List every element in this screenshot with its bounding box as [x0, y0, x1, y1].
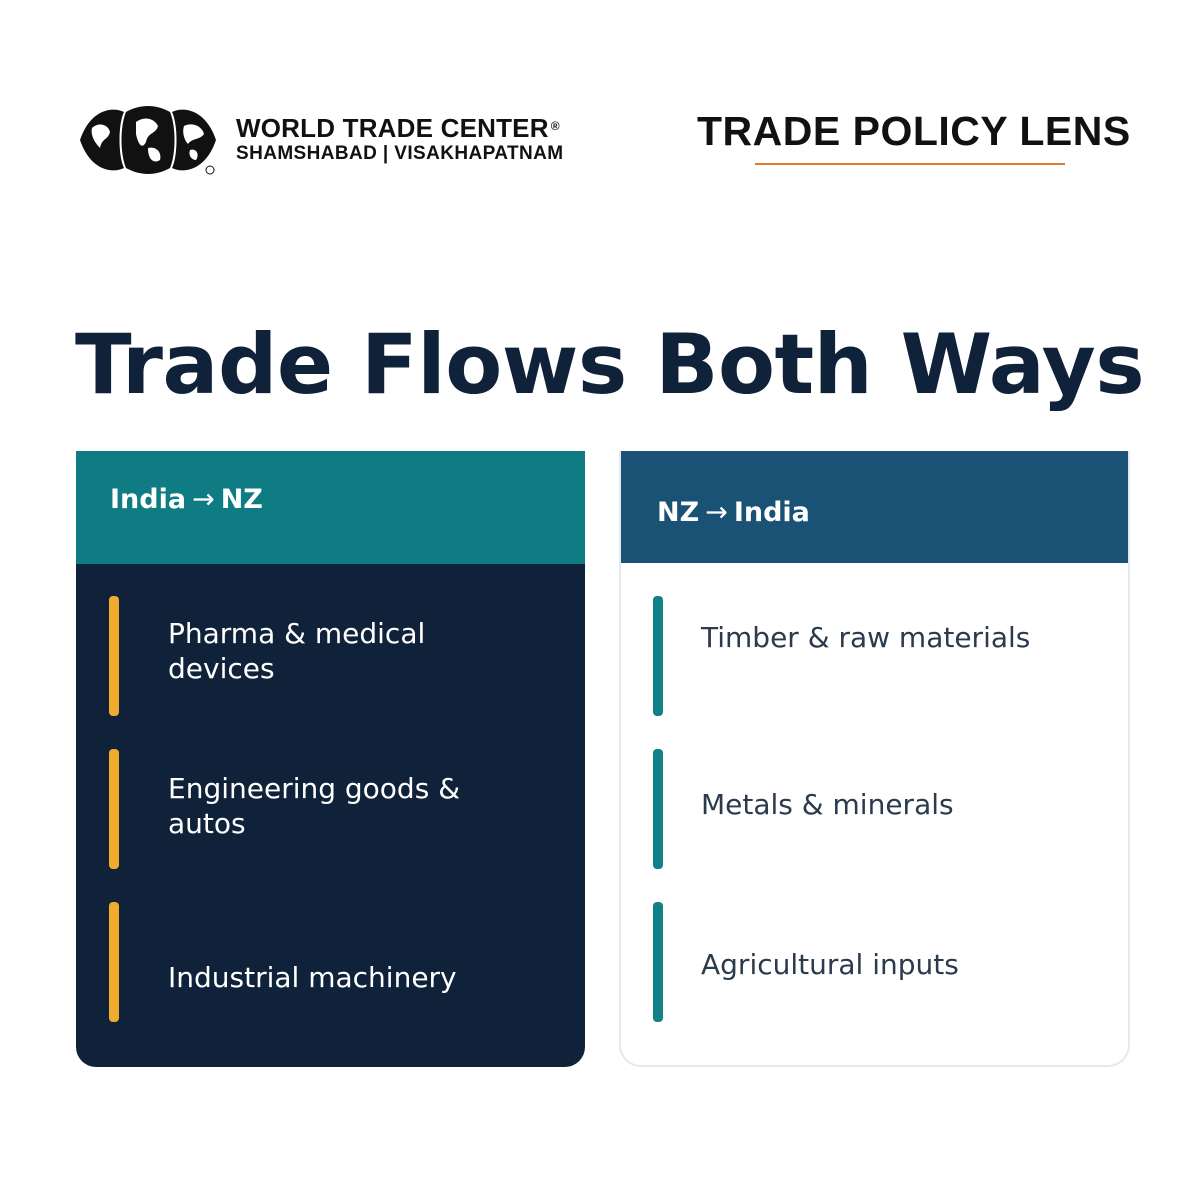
series-title: TRADE POLICY LENS	[697, 108, 1131, 154]
item-label: Timber & raw materials	[701, 621, 1031, 654]
page-title: Trade Flows Both Ways	[75, 316, 1145, 413]
origin-label: India	[110, 484, 187, 515]
accent-bar	[653, 902, 663, 1022]
card-header: India→NZ	[76, 451, 585, 564]
accent-bar	[109, 749, 119, 869]
list-item: Industrial machinery	[76, 902, 585, 1022]
brand-locations: SHAMSHABAD | VISAKHAPATNAM	[236, 143, 564, 164]
nz-to-india-card: NZ→India Timber & raw materials Metals &…	[619, 451, 1130, 1067]
india-to-nz-card: India→NZ Pharma & medical devices Engine…	[76, 451, 585, 1067]
item-label: Pharma & medical devices	[168, 617, 426, 685]
arrow-icon: →	[705, 497, 728, 528]
destination-label: India	[733, 497, 810, 528]
series-underline	[755, 163, 1065, 165]
accent-bar	[109, 902, 119, 1022]
destination-label: NZ	[220, 484, 263, 515]
origin-label: NZ	[657, 497, 700, 528]
brand-name: WORLD TRADE CENTER®	[236, 113, 560, 143]
list-item: Agricultural inputs	[621, 902, 1128, 1022]
arrow-icon: →	[192, 484, 215, 515]
item-label: Engineering goods & autos	[168, 772, 461, 840]
list-item: Metals & minerals	[621, 749, 1128, 869]
item-label: Industrial machinery	[168, 961, 457, 994]
item-label: Metals & minerals	[701, 788, 954, 821]
registered-mark: ®	[550, 119, 560, 133]
list-item: Engineering goods & autos	[76, 749, 585, 869]
accent-bar	[109, 596, 119, 716]
wtc-globe-logo	[80, 106, 216, 175]
item-label: Agricultural inputs	[701, 948, 959, 981]
accent-bar	[653, 749, 663, 869]
list-item: Timber & raw materials	[621, 596, 1128, 716]
brand-text: WORLD TRADE CENTER® SHAMSHABAD | VISAKHA…	[236, 114, 563, 166]
accent-bar	[653, 596, 663, 716]
card-header: NZ→India	[621, 451, 1128, 563]
list-item: Pharma & medical devices	[76, 596, 585, 716]
